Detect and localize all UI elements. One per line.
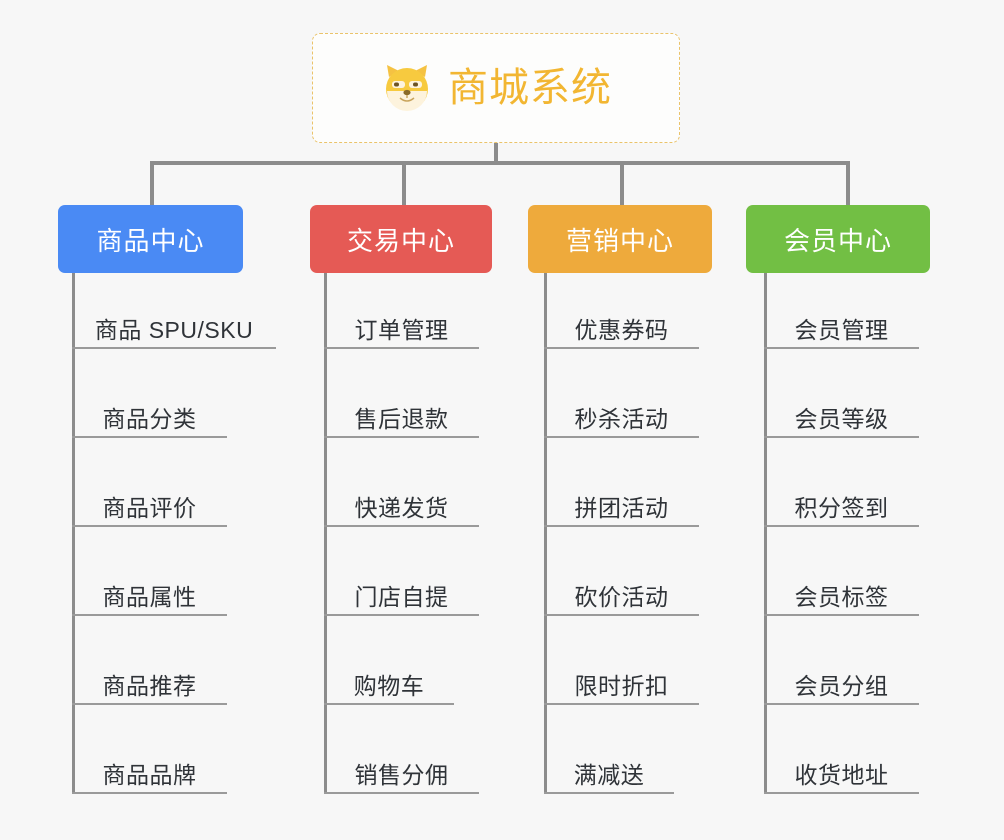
category-label: 交易中心 xyxy=(346,225,455,256)
category-box-1[interactable]: 商品中心 xyxy=(58,205,243,273)
leaf-item[interactable]: 商品品牌 xyxy=(72,718,227,794)
leaf-item[interactable]: 收货地址 xyxy=(764,718,919,794)
leaf-label: 会员标签 xyxy=(794,583,889,610)
connector-drop-1 xyxy=(150,161,154,205)
category-label: 会员中心 xyxy=(783,225,892,256)
leaf-label: 快递发货 xyxy=(354,494,449,521)
leaf-label: 商品分类 xyxy=(102,405,197,432)
leaf-item[interactable]: 会员管理 xyxy=(764,273,919,349)
leaf-label: 商品品牌 xyxy=(102,761,197,788)
leaf-label: 优惠券码 xyxy=(574,316,669,343)
leaf-label: 积分签到 xyxy=(794,494,889,521)
leaf-item[interactable]: 商品评价 xyxy=(72,451,227,527)
category-label: 营销中心 xyxy=(565,225,674,256)
branch-spine xyxy=(324,273,327,794)
branch-spine xyxy=(764,273,767,794)
leaf-label: 售后退款 xyxy=(354,405,449,432)
leaf-item[interactable]: 快递发货 xyxy=(324,451,479,527)
leaf-item[interactable]: 商品分类 xyxy=(72,362,227,438)
leaf-item[interactable]: 满减送 xyxy=(544,718,674,794)
leaf-label: 拼团活动 xyxy=(574,494,669,521)
connector-horizontal-bus xyxy=(150,161,850,165)
leaf-item[interactable]: 售后退款 xyxy=(324,362,479,438)
leaf-label: 收货地址 xyxy=(794,761,889,788)
leaf-item[interactable]: 销售分佣 xyxy=(324,718,479,794)
category-box-3[interactable]: 营销中心 xyxy=(528,205,712,273)
leaf-label: 商品 SPU/SKU xyxy=(94,316,254,343)
leaf-label: 砍价活动 xyxy=(574,583,669,610)
leaf-item[interactable]: 商品属性 xyxy=(72,540,227,616)
leaf-item[interactable]: 门店自提 xyxy=(324,540,479,616)
leaf-item[interactable]: 积分签到 xyxy=(764,451,919,527)
leaf-item[interactable]: 优惠券码 xyxy=(544,273,699,349)
leaf-label: 秒杀活动 xyxy=(574,405,669,432)
leaf-label: 购物车 xyxy=(353,672,425,699)
category-box-4[interactable]: 会员中心 xyxy=(746,205,930,273)
category-box-2[interactable]: 交易中心 xyxy=(310,205,492,273)
leaf-label: 销售分佣 xyxy=(354,761,449,788)
connector-drop-4 xyxy=(846,161,850,205)
leaf-item[interactable]: 订单管理 xyxy=(324,273,479,349)
leaf-label: 商品评价 xyxy=(102,494,197,521)
branch-spine xyxy=(544,273,547,794)
root-title: 商城系统 xyxy=(448,66,612,110)
leaf-item[interactable]: 砍价活动 xyxy=(544,540,699,616)
leaf-item[interactable]: 会员标签 xyxy=(764,540,919,616)
leaf-label: 门店自提 xyxy=(354,583,449,610)
leaf-label: 商品推荐 xyxy=(102,672,197,699)
leaf-item[interactable]: 商品推荐 xyxy=(72,629,227,705)
leaf-label: 会员分组 xyxy=(794,672,889,699)
category-label: 商品中心 xyxy=(96,225,205,256)
leaf-item[interactable]: 限时折扣 xyxy=(544,629,699,705)
connector-drop-3 xyxy=(620,161,624,205)
branch-spine xyxy=(72,273,75,794)
leaf-item[interactable]: 会员分组 xyxy=(764,629,919,705)
leaf-label: 订单管理 xyxy=(354,316,449,343)
leaf-label: 商品属性 xyxy=(102,583,197,610)
leaf-item[interactable]: 秒杀活动 xyxy=(544,362,699,438)
dog-face-icon xyxy=(380,61,434,115)
leaf-label: 会员等级 xyxy=(794,405,889,432)
leaf-item[interactable]: 拼团活动 xyxy=(544,451,699,527)
leaf-label: 限时折扣 xyxy=(574,672,669,699)
connector-drop-2 xyxy=(402,161,406,205)
leaf-label: 满减送 xyxy=(573,761,645,788)
leaf-item[interactable]: 会员等级 xyxy=(764,362,919,438)
root-node[interactable]: 商城系统 xyxy=(312,33,680,143)
leaf-item[interactable]: 购物车 xyxy=(324,629,454,705)
connector-root-stem xyxy=(494,143,498,165)
leaf-label: 会员管理 xyxy=(794,316,889,343)
leaf-item[interactable]: 商品 SPU/SKU xyxy=(72,273,276,349)
